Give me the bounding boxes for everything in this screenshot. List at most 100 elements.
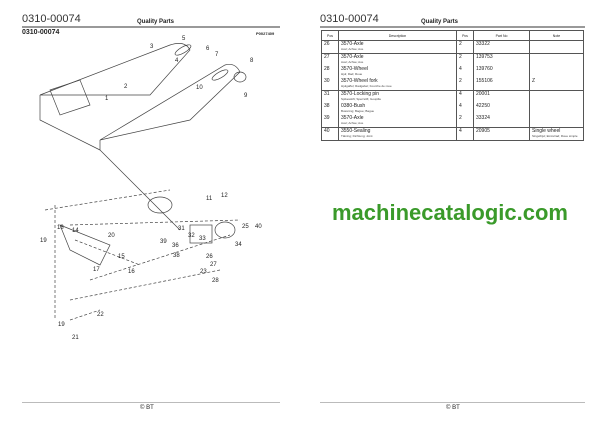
- description: 3570-Wheel fork: [341, 78, 378, 84]
- cell-pcs: 4: [456, 90, 474, 103]
- cell-part-no: 155106: [473, 78, 530, 91]
- footer-rule: [22, 402, 280, 403]
- callout-label: 31: [178, 226, 185, 232]
- cell-part-no: 139760: [473, 66, 530, 78]
- header-rule: [22, 26, 280, 28]
- callout-label: 23: [200, 269, 207, 275]
- translation: Hjul; Rad; Roue: [341, 72, 363, 76]
- section-title: Quality Parts: [421, 19, 459, 25]
- callout-label: 36: [172, 243, 179, 249]
- fork-linkage: [44, 189, 241, 321]
- cell-part-no: 42250: [473, 103, 530, 115]
- translation: Axel; Achse; Axe: [341, 47, 364, 51]
- callout-label: 14: [72, 228, 79, 234]
- callout-label: 16: [128, 269, 135, 275]
- col-description: Description: [338, 30, 457, 41]
- callout-label: 18: [57, 225, 64, 231]
- callout-label: 1: [105, 96, 109, 102]
- watermark: machinecatalogic.com: [332, 200, 568, 225]
- callout-label: 10: [196, 85, 203, 91]
- callout-label: 22: [97, 312, 104, 318]
- header-rule: [320, 26, 585, 28]
- description: 0380-Bush: [341, 103, 366, 109]
- wheel-assembly: [59, 196, 236, 266]
- callout-label: 19: [58, 322, 65, 328]
- callout-label: 7: [215, 52, 219, 58]
- callout-label: 19: [40, 238, 47, 244]
- cell-part-no: 20001: [473, 90, 530, 103]
- description: 3570-Axle: [341, 115, 364, 121]
- doc-number: 0310-00074: [320, 13, 379, 25]
- cell-note: [529, 90, 584, 103]
- cell-pcs: 2: [456, 115, 474, 128]
- cell-note: [529, 115, 584, 128]
- callout-label: 12: [221, 193, 228, 199]
- cell-pos: 30: [321, 78, 339, 91]
- translation: Spikesstift; Sperrstift; Goupille: [341, 97, 382, 101]
- callout-label: 4: [175, 58, 179, 64]
- cell-pos: 38: [321, 103, 339, 115]
- cell-note: [529, 66, 584, 78]
- cell-pos: 27: [321, 53, 339, 66]
- cell-pos: 40: [321, 127, 339, 141]
- callout-label: 11: [206, 196, 213, 202]
- footer: © BT: [446, 405, 460, 411]
- translation: Bussning; Bague; Bague: [341, 109, 375, 113]
- doc-number: 0310-00074: [22, 13, 81, 25]
- cell-pcs: 2: [456, 40, 474, 54]
- cell-pcs: 4: [456, 103, 474, 115]
- callout-label: 6: [206, 46, 210, 52]
- figure-subtitle: 0310-00074: [22, 29, 60, 36]
- cell-pos: 39: [321, 115, 339, 128]
- cell-note: [529, 103, 584, 115]
- cell-note: [529, 53, 584, 66]
- col-note: Note: [529, 30, 584, 41]
- left-page: 0310-00074 Quality Parts 0310-00074 P002…: [22, 13, 280, 411]
- callout-label: 21: [72, 335, 79, 341]
- callout-label: 27: [210, 262, 217, 268]
- description: 3570-Wheel: [341, 66, 368, 72]
- translation: Hjulgaffel; Radgabel; Fourche de roue: [341, 84, 392, 88]
- callout-label: 34: [235, 242, 242, 248]
- section-title: Quality Parts: [137, 19, 175, 25]
- cell-pcs: 2: [456, 53, 474, 66]
- callout-label: 28: [212, 278, 219, 284]
- cell-pcs: 2: [456, 78, 474, 91]
- cell-pcs: 4: [456, 127, 474, 141]
- description: 3570-Axle: [341, 54, 364, 60]
- callout-label: 3: [150, 44, 154, 50]
- cell-note: Z: [529, 78, 584, 91]
- description: 3570-Locking pin: [341, 91, 380, 97]
- callout-label: 25: [242, 224, 249, 230]
- cell-pos: 26: [321, 40, 339, 54]
- cell-part-no: 33324: [473, 115, 530, 128]
- footer-rule: [320, 402, 585, 403]
- note: Single wheel: [532, 128, 561, 134]
- callout-label: 38: [173, 253, 180, 259]
- callout-label: 2: [124, 84, 128, 90]
- cell-part-no: 20905: [473, 127, 530, 141]
- col-pcs: Pcs: [456, 30, 474, 41]
- col-part-no: Part No: [473, 30, 530, 41]
- translation: Axel; Achse; Axe: [341, 121, 364, 125]
- cell-pos: 28: [321, 66, 339, 78]
- translation: Axel; Achse; Axe: [341, 60, 364, 64]
- note: Z: [532, 78, 536, 84]
- callout-label: 5: [182, 36, 186, 42]
- callout-label: 39: [160, 239, 167, 245]
- callout-label: 20: [108, 233, 115, 239]
